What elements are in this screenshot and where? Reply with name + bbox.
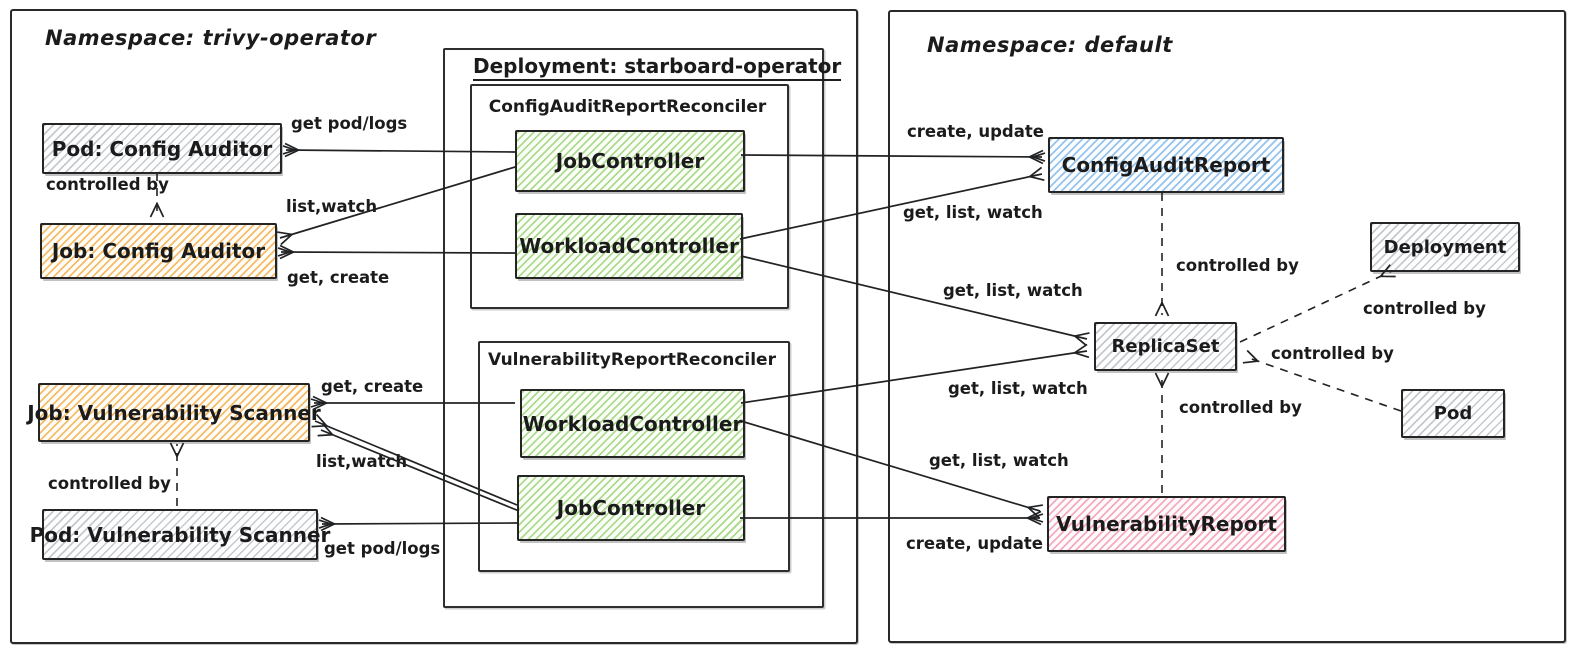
node-replica-set: ReplicaSet	[1094, 322, 1237, 371]
label-get-list-watch-rs-top: get, list, watch	[943, 281, 1083, 300]
label-list-watch-bottom: list,watch	[316, 452, 408, 471]
node-job-config-auditor: Job: Config Auditor	[40, 223, 277, 279]
node-job-vulnerability-scanner: Job: Vulnerability Scanner	[27, 383, 321, 442]
node-vulnerability-report: VulnerabilityReport	[1047, 496, 1286, 552]
label-create-update-bottom: create, update	[906, 534, 1043, 553]
deployment-box-title: Deployment: starboard-operator	[473, 54, 842, 81]
label-get-list-watch-car: get, list, watch	[903, 203, 1043, 222]
label-controlled-by-left-bottom: controlled by	[48, 474, 171, 493]
label-controlled-by-left-top: controlled by	[46, 175, 169, 194]
label-controlled-by-pod-rs: controlled by	[1271, 344, 1394, 363]
node-pod: Pod	[1401, 389, 1505, 438]
node-deployment: Deployment	[1370, 222, 1520, 272]
label-get-create-top: get, create	[287, 268, 390, 287]
node-workload-controller-config: WorkloadController	[515, 213, 743, 279]
label-get-pod-logs-top: get pod/logs	[291, 114, 408, 133]
right-panel-title: Namespace: default	[927, 33, 1173, 57]
node-job-controller-vuln: JobController	[517, 475, 745, 541]
label-get-list-watch-vr: get, list, watch	[929, 451, 1069, 470]
label-get-create-bottom: get, create	[321, 377, 424, 396]
label-controlled-by-rs-deployment: controlled by	[1363, 299, 1486, 318]
label-list-watch-top: list,watch	[286, 197, 378, 216]
label-get-pod-logs-bottom: get pod/logs	[324, 539, 441, 558]
node-pod-config-auditor: Pod: Config Auditor	[42, 123, 282, 174]
label-create-update-top: create, update	[907, 122, 1044, 141]
left-panel-title: Namespace: trivy-operator	[45, 26, 377, 50]
node-config-audit-report: ConfigAuditReport	[1048, 137, 1284, 193]
config-audit-reconciler-title: ConfigAuditReportReconciler	[488, 97, 767, 117]
label-controlled-by-car-rs: controlled by	[1176, 256, 1299, 275]
vulnerability-reconciler-title: VulnerabilityReportReconciler	[488, 350, 776, 370]
label-controlled-by-vr-rs: controlled by	[1179, 398, 1302, 417]
node-workload-controller-vuln: WorkloadController	[520, 389, 745, 458]
node-pod-vulnerability-scanner: Pod: Vulnerability Scanner	[30, 509, 330, 560]
label-get-list-watch-rs-bottom: get, list, watch	[948, 379, 1088, 398]
node-job-controller-config: JobController	[515, 130, 745, 192]
